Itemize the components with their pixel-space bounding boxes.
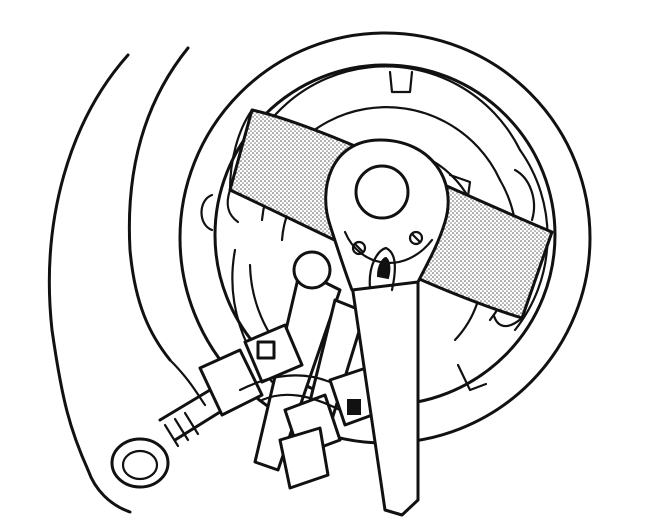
housing-casting	[47, 46, 207, 514]
mounting-bolt-hole	[110, 437, 170, 489]
line-connectors	[198, 323, 388, 490]
ratchet-handle	[324, 138, 450, 517]
